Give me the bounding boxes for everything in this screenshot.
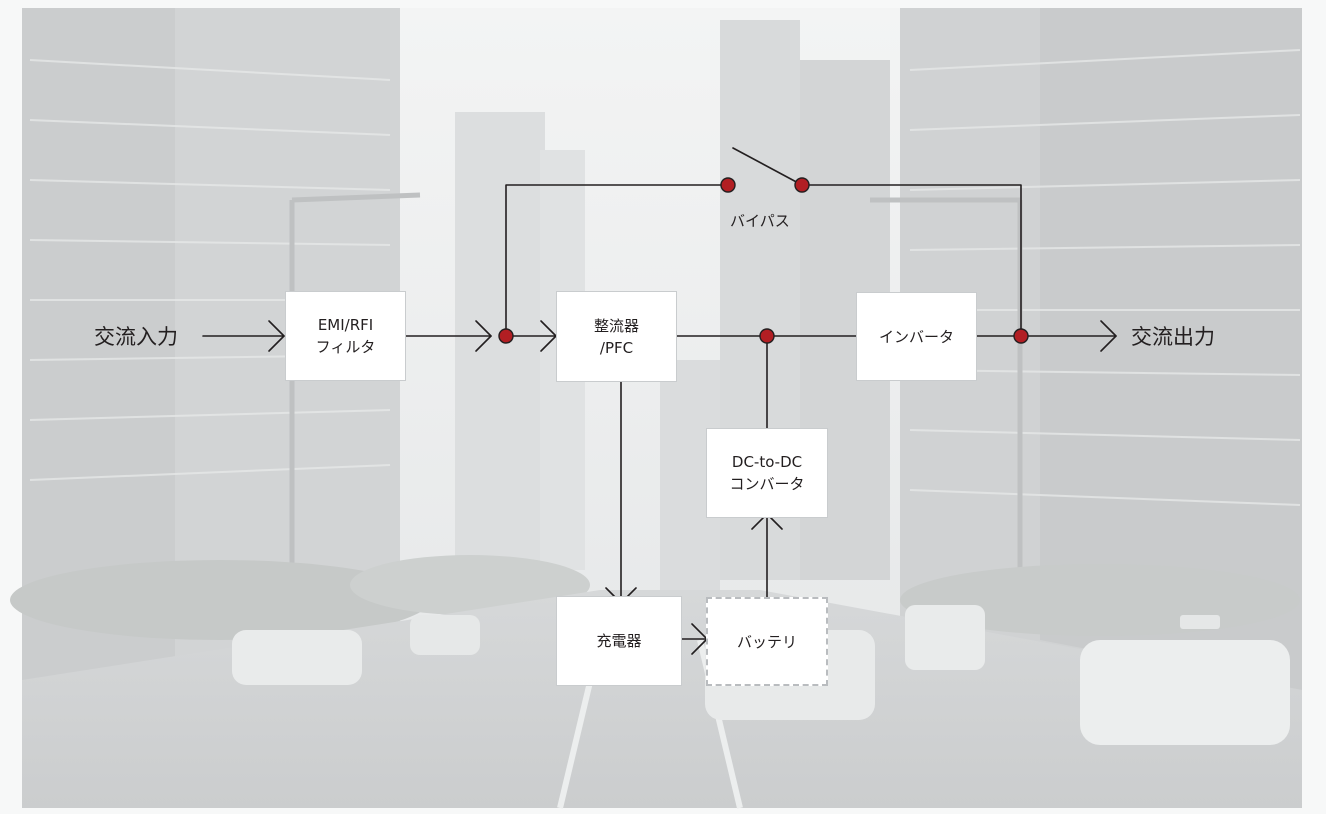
split-node xyxy=(498,328,514,344)
dcdc-line2: コンバータ xyxy=(729,475,805,493)
bypass-contact-left xyxy=(720,177,736,193)
inverter-label: インバータ xyxy=(878,327,954,346)
filter-arrowhead xyxy=(475,320,492,352)
charger-block: 充電器 xyxy=(556,596,682,686)
bypass-wire-right xyxy=(801,184,1022,337)
inverter-block: インバータ xyxy=(856,292,977,381)
emi-rfi-filter-block: EMI/RFI フィルタ xyxy=(285,291,406,381)
dcdc-line1: DC-to-DC xyxy=(731,453,803,471)
dc-to-dc-converter-block: DC-to-DC コンバータ xyxy=(706,428,828,518)
battery-block: バッテリ xyxy=(706,597,828,686)
rectifier-line2: /PFC xyxy=(599,338,634,357)
bypass-contact-right xyxy=(794,177,810,193)
dc-bus-node xyxy=(759,328,775,344)
charger-label: 充電器 xyxy=(596,632,642,650)
battery-label: バッテリ xyxy=(736,632,797,651)
ac-input-label: 交流入力 xyxy=(94,325,178,349)
output-arrowhead xyxy=(1100,320,1117,352)
rectifier-pfc-block: 整流器 /PFC xyxy=(556,291,677,382)
emi-filter-line2: フィルタ xyxy=(315,338,376,356)
ac-output-label: 交流出力 xyxy=(1131,325,1215,349)
emi-filter-line1: EMI/RFI xyxy=(317,316,374,334)
bypass-switch-blade xyxy=(732,147,803,186)
bypass-wire-left xyxy=(505,184,729,337)
bypass-label: バイパス xyxy=(730,212,790,230)
output-node xyxy=(1013,328,1029,344)
input-arrowhead xyxy=(268,320,285,352)
rectifier-line1: 整流器 xyxy=(593,316,639,335)
